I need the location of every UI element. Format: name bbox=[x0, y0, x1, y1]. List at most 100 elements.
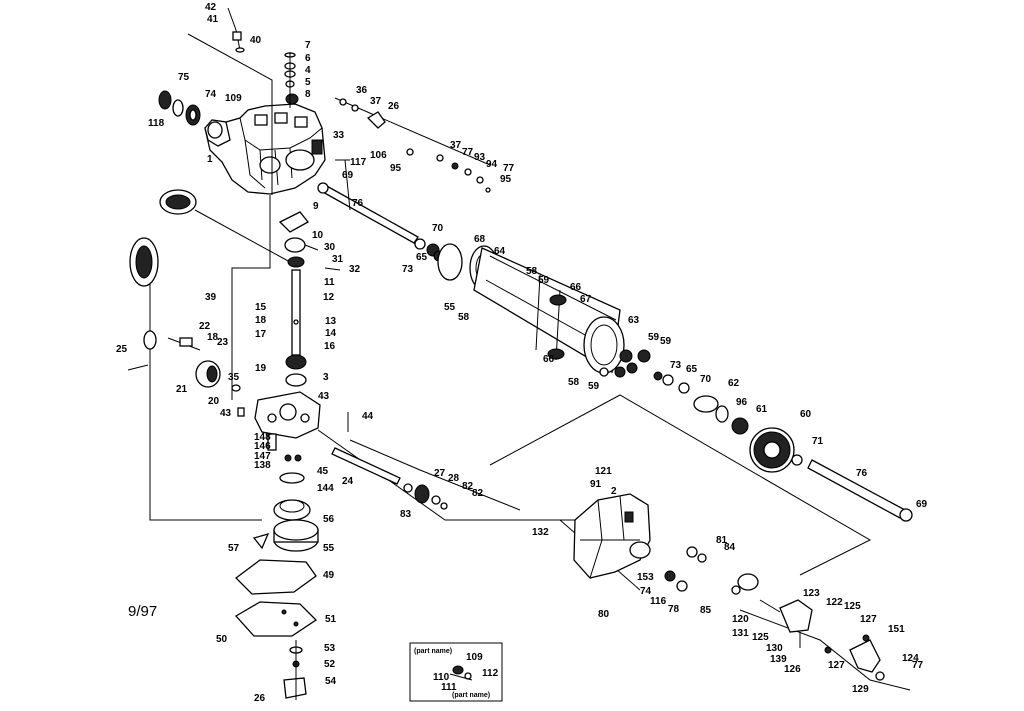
callout-label: 95 bbox=[500, 174, 512, 185]
callout-label: 68 bbox=[474, 234, 486, 245]
callout-label: 69 bbox=[342, 170, 354, 181]
callout-label: 44 bbox=[362, 411, 374, 422]
center-block-part bbox=[254, 391, 321, 451]
callout-label: 125 bbox=[844, 601, 861, 612]
callout-label: 147 bbox=[254, 451, 271, 462]
callout-label: 83 bbox=[400, 509, 412, 520]
center-shaft-parts bbox=[278, 211, 341, 387]
callout-label: 18 bbox=[255, 315, 267, 326]
callout-label: 74 bbox=[205, 89, 217, 100]
callout-label: 58 bbox=[526, 266, 538, 277]
callout-label: 57 bbox=[228, 543, 240, 554]
inset-callout-label: 111 bbox=[441, 682, 457, 693]
callout-label: 56 bbox=[323, 514, 335, 525]
callout-label: 5 bbox=[305, 77, 311, 88]
callout-label: 55 bbox=[323, 543, 335, 554]
inset-box bbox=[409, 642, 503, 702]
left-bearing-parts bbox=[158, 90, 201, 126]
callout-label: 71 bbox=[812, 436, 824, 447]
right-small-parts bbox=[334, 97, 491, 193]
callout-label: 76 bbox=[856, 468, 868, 479]
callout-label: 131 bbox=[732, 628, 749, 639]
callout-label: 28 bbox=[448, 473, 460, 484]
callout-label: 51 bbox=[325, 614, 337, 625]
callout-label: 127 bbox=[828, 660, 845, 671]
shaft-24-part bbox=[331, 447, 401, 485]
lower-housing-part bbox=[573, 493, 651, 579]
callout-label: 78 bbox=[668, 604, 680, 615]
callout-label: 8 bbox=[305, 89, 311, 100]
callout-label: 59 bbox=[538, 275, 550, 286]
inset-header: (part name) bbox=[414, 648, 452, 655]
callout-label: 117 bbox=[350, 157, 367, 168]
callout-label: 9 bbox=[313, 201, 319, 212]
upper-axle-part bbox=[317, 182, 419, 244]
callout-label: 41 bbox=[207, 14, 219, 25]
callout-label: 23 bbox=[217, 337, 229, 348]
right-lower-parts bbox=[664, 546, 759, 595]
callout-label: 84 bbox=[724, 542, 736, 553]
callout-label: 7 bbox=[305, 40, 311, 51]
callout-label: 49 bbox=[323, 570, 335, 581]
callout-label: 26 bbox=[388, 101, 400, 112]
callout-label: 130 bbox=[766, 643, 783, 654]
callout-label: 36 bbox=[356, 85, 368, 96]
callout-label: 146 bbox=[254, 441, 271, 452]
inset-callout-label: 112 bbox=[482, 668, 499, 679]
callout-label: 122 bbox=[826, 597, 843, 608]
callout-label: 70 bbox=[432, 223, 444, 234]
callout-label: 17 bbox=[255, 329, 267, 340]
callout-label: 65 bbox=[686, 364, 698, 375]
callout-label: 64 bbox=[494, 246, 506, 257]
callout-label: 120 bbox=[732, 614, 749, 625]
callout-label: 109 bbox=[225, 93, 242, 104]
callout-label: 6 bbox=[305, 53, 311, 64]
callout-label: 139 bbox=[770, 654, 787, 665]
callout-label: 39 bbox=[205, 292, 217, 303]
callout-label: 153 bbox=[637, 572, 654, 583]
callout-label: 20 bbox=[208, 396, 220, 407]
callout-label: 144 bbox=[317, 483, 334, 494]
inset-callout-label: 109 bbox=[466, 652, 483, 663]
callout-label: 93 bbox=[474, 152, 486, 163]
callout-label: 128 bbox=[0, 0, 17, 3]
callout-label: 75 bbox=[178, 72, 190, 83]
callout-label: 2 bbox=[611, 486, 617, 497]
callout-label: 69 bbox=[916, 499, 928, 510]
callout-label: 91 bbox=[590, 479, 602, 490]
callout-label: 94 bbox=[486, 159, 498, 170]
axle-housing-tube bbox=[473, 247, 625, 374]
brake-assembly-part bbox=[759, 599, 885, 681]
upper-housing-part bbox=[204, 103, 326, 195]
callout-label: 96 bbox=[736, 397, 748, 408]
gasket-plate-parts bbox=[234, 559, 318, 700]
callout-label: 82 bbox=[462, 481, 474, 492]
callout-label: 95 bbox=[390, 163, 402, 174]
callout-label: 32 bbox=[349, 264, 361, 275]
inset-callout-label: 110 bbox=[433, 672, 450, 683]
top-stack-parts bbox=[284, 52, 299, 108]
callout-label: 31 bbox=[332, 254, 344, 265]
callout-label: 18 bbox=[207, 332, 219, 343]
lower-axle-part bbox=[807, 459, 913, 522]
callout-label: 15 bbox=[255, 302, 267, 313]
callout-label: 50 bbox=[216, 634, 228, 645]
callout-label: 123 bbox=[803, 588, 820, 599]
callout-label: 4 bbox=[305, 65, 311, 76]
callout-label: 35 bbox=[228, 372, 240, 383]
gear-group-right bbox=[599, 349, 803, 473]
small-gear-parts bbox=[403, 483, 448, 510]
callout-label: 30 bbox=[324, 242, 336, 253]
callout-label: 66 bbox=[543, 354, 555, 365]
callout-label: 126 bbox=[784, 664, 801, 675]
callout-label: 73 bbox=[402, 264, 414, 275]
callout-label: 13 bbox=[325, 316, 337, 327]
callout-label: 24 bbox=[342, 476, 354, 487]
callout-label: 80 bbox=[598, 609, 610, 620]
callout-label: 43 bbox=[318, 391, 330, 402]
callout-label: 12 bbox=[323, 292, 335, 303]
callout-label: 10 bbox=[312, 230, 324, 241]
callout-label: 121 bbox=[595, 466, 612, 477]
